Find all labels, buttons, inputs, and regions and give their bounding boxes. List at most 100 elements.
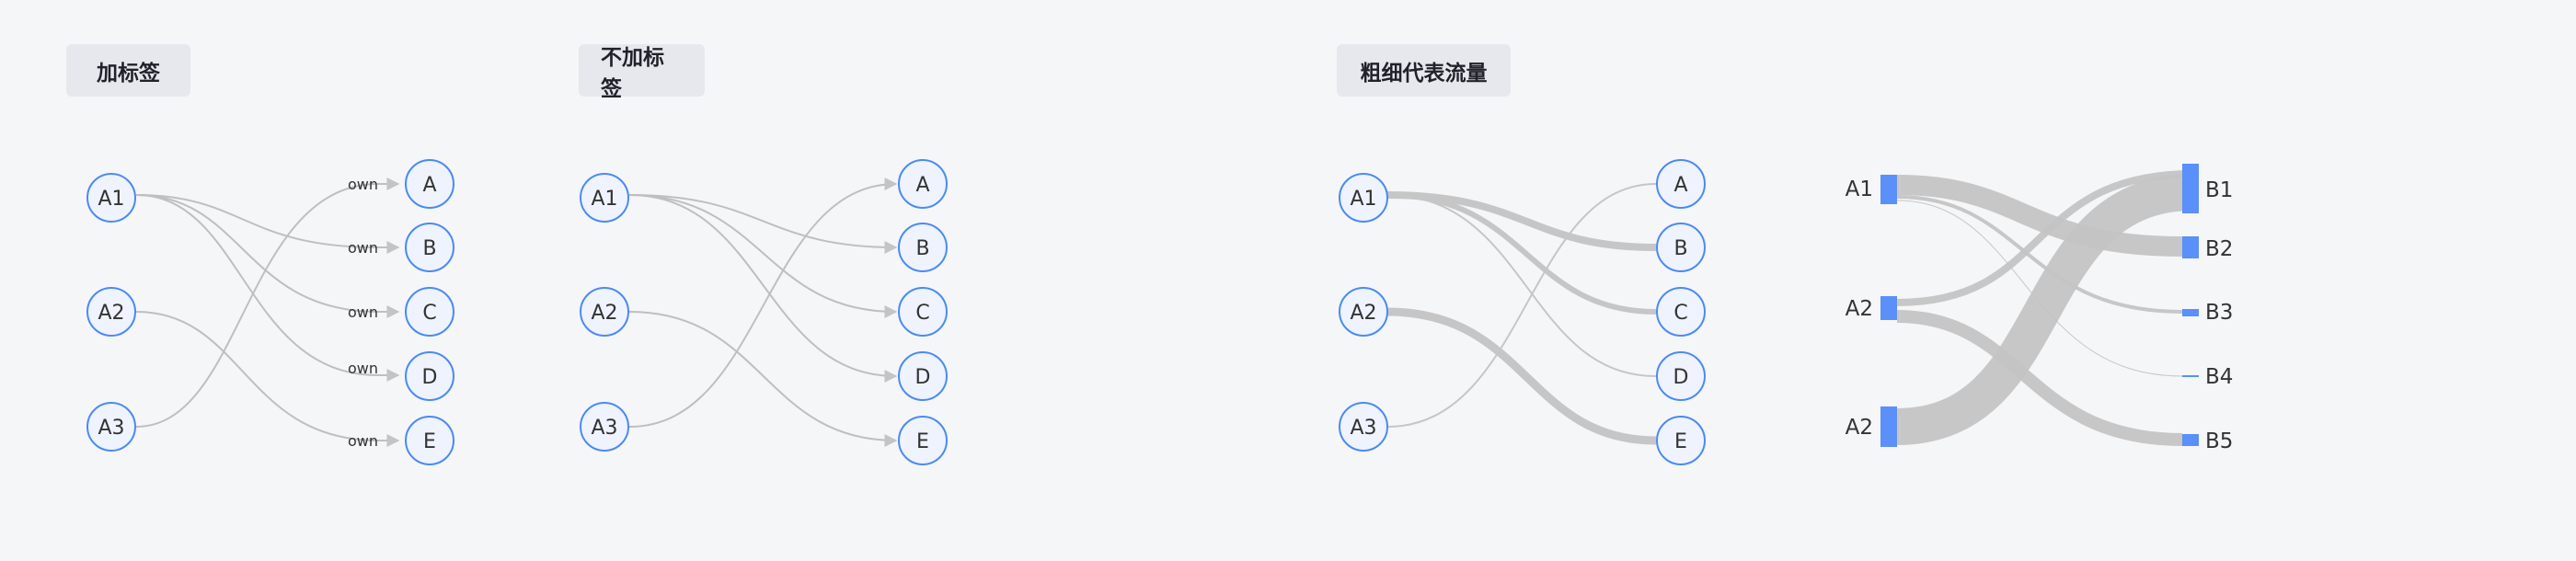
- node-a3[interactable]: A3: [580, 402, 629, 452]
- sankey-label-b3: B3: [2205, 301, 2233, 325]
- svg-text:A1: A1: [1350, 188, 1376, 211]
- sankey-label-a1: A1: [1846, 177, 1873, 201]
- svg-text:C: C: [1673, 302, 1687, 325]
- node-d[interactable]: D: [898, 351, 948, 401]
- svg-text:A3: A3: [1350, 417, 1376, 440]
- sankey-label-b4: B4: [2205, 365, 2233, 389]
- panel-sankey: A1 A2 A2 B1 B2 B3 B4 B5: [1846, 164, 2233, 453]
- node-e[interactable]: E: [405, 416, 454, 465]
- edge-label-b: own: [348, 239, 378, 257]
- panel-labeled: own own own own own A1 A2 A3 A B C D E: [86, 159, 454, 465]
- node-b[interactable]: B: [898, 223, 948, 272]
- flow-a1-b4: [1896, 200, 2183, 377]
- node-c[interactable]: C: [405, 287, 454, 337]
- panel-unlabeled: A1 A2 A3 A B C D E: [580, 159, 948, 465]
- flow-a1-b2: [1896, 175, 2183, 257]
- bar-target-b4: [2182, 375, 2199, 377]
- svg-text:E: E: [916, 430, 929, 453]
- svg-text:D: D: [915, 366, 931, 389]
- node-c[interactable]: C: [1656, 287, 1706, 337]
- edges: [135, 177, 400, 447]
- svg-text:A2: A2: [591, 302, 617, 325]
- edge-a1-b: [135, 194, 379, 248]
- svg-text:A3: A3: [591, 417, 617, 440]
- flow-a2top-b1: [1896, 170, 2194, 306]
- sankey-label-b2: B2: [2205, 237, 2233, 261]
- node-a3[interactable]: A3: [1339, 402, 1388, 452]
- svg-text:A2: A2: [1350, 302, 1376, 325]
- sankey-label-b1: B1: [2205, 178, 2233, 202]
- node-a[interactable]: A: [898, 159, 948, 209]
- edge-a3-a: [1386, 183, 1657, 428]
- panel-tag-unlabeled: 不加标签: [579, 44, 705, 101]
- edge-label-e: own: [348, 432, 378, 450]
- node-a3[interactable]: A3: [86, 402, 136, 452]
- svg-text:B: B: [1673, 237, 1687, 260]
- flow-a2top-b5: [1896, 310, 2183, 446]
- bar-target-b3: [2182, 309, 2199, 316]
- sankey-label-b5: B5: [2205, 429, 2233, 453]
- node-a[interactable]: A: [405, 159, 454, 209]
- edge-a1-c: [135, 194, 379, 313]
- svg-text:A: A: [1673, 174, 1687, 197]
- svg-text:A1: A1: [591, 188, 617, 211]
- svg-text:A2: A2: [98, 302, 124, 325]
- node-d[interactable]: D: [1656, 351, 1706, 401]
- svg-text:D: D: [422, 366, 438, 389]
- edge-a3-a: [135, 183, 379, 428]
- svg-text:B: B: [422, 237, 436, 260]
- node-d[interactable]: D: [405, 351, 454, 401]
- svg-text:A: A: [915, 174, 929, 197]
- node-c[interactable]: C: [898, 287, 948, 337]
- edge-a2-e: [1386, 307, 1657, 445]
- svg-text:C: C: [422, 302, 436, 325]
- sankey-label-a2-bottom: A2: [1846, 416, 1873, 440]
- bar-source-a1: [1880, 175, 1897, 204]
- node-a1[interactable]: A1: [1339, 173, 1388, 223]
- edge-a2-e: [135, 311, 379, 441]
- svg-text:E: E: [423, 430, 436, 453]
- edge-label-a: own: [348, 176, 378, 193]
- panel-tag-flow-width: 粗细代表流量: [1337, 44, 1511, 97]
- bar-source-a2-bottom: [1880, 406, 1897, 447]
- node-a1[interactable]: A1: [86, 173, 136, 223]
- edges: [1386, 183, 1657, 445]
- sankey-bars: [1880, 164, 2199, 447]
- edges: [628, 177, 898, 447]
- bar-target-b1: [2182, 164, 2199, 213]
- svg-text:B: B: [915, 237, 929, 260]
- sankey-flows: [1896, 170, 2194, 446]
- node-a2[interactable]: A2: [1339, 287, 1388, 337]
- svg-text:C: C: [915, 302, 929, 325]
- bar-target-b2: [2182, 236, 2199, 258]
- svg-text:E: E: [1674, 430, 1687, 453]
- edge-a1-c: [628, 194, 898, 318]
- node-e[interactable]: E: [898, 416, 948, 465]
- node-b[interactable]: B: [1656, 223, 1706, 272]
- edge-a3-a: [628, 177, 898, 428]
- edge-a1-d: [628, 194, 898, 383]
- bar-target-b5: [2182, 434, 2199, 446]
- bar-source-a2-top: [1880, 296, 1897, 320]
- edge-a2-e: [628, 311, 898, 447]
- sankey-label-a2-top: A2: [1846, 297, 1873, 321]
- panel-flow-width: A1 A2 A3 A B C D E: [1339, 159, 1706, 465]
- node-a1[interactable]: A1: [580, 173, 629, 223]
- edge-a1-c: [1386, 192, 1657, 315]
- node-a2[interactable]: A2: [86, 287, 136, 337]
- flow-a2bottom-b1: [1896, 174, 2194, 445]
- edge-a1-b: [1386, 191, 1657, 251]
- node-a[interactable]: A: [1656, 159, 1706, 209]
- svg-text:A3: A3: [98, 417, 124, 440]
- edge-a1-b: [628, 194, 898, 254]
- svg-text:A: A: [422, 174, 436, 197]
- panel-tag-labeled: 加标签: [66, 44, 190, 97]
- node-b[interactable]: B: [405, 223, 454, 272]
- edge-a1-d: [135, 194, 379, 376]
- edge-a1-d: [1386, 194, 1657, 377]
- node-a2[interactable]: A2: [580, 287, 629, 337]
- node-e[interactable]: E: [1656, 416, 1706, 465]
- svg-text:D: D: [1673, 366, 1689, 389]
- edge-label-d: own: [348, 360, 378, 377]
